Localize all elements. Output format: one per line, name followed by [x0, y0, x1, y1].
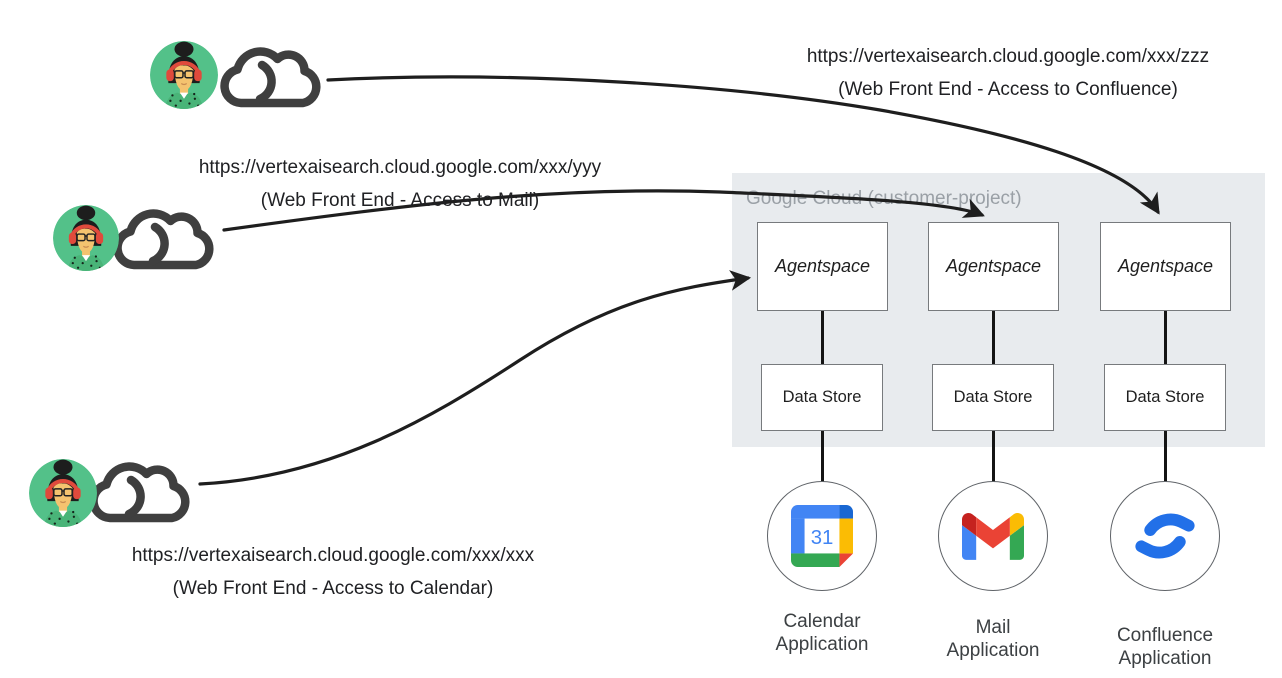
agentspace-box: Agentspace: [928, 222, 1059, 311]
connector-line: [821, 431, 824, 482]
agentspace-box: Agentspace: [1100, 222, 1231, 311]
annotation-mail: https://vertexaisearch.cloud.google.com/…: [150, 151, 650, 217]
google-calendar-icon: 31: [791, 505, 853, 567]
user-avatar-icon: [53, 205, 119, 271]
agentspace-label: Agentspace: [1117, 256, 1214, 276]
connector-line: [1164, 311, 1167, 364]
calendar-day-number: 31: [811, 527, 834, 549]
arrow-user-to-calendar-agentspace: [198, 270, 752, 486]
agentspace-label: Agentspace: [945, 256, 1042, 276]
url-label: https://vertexaisearch.cloud.google.com/…: [131, 545, 535, 566]
app-label: Mail Application: [946, 617, 1040, 661]
cloud-icon: [79, 443, 201, 533]
cloud-icon: [211, 28, 331, 118]
agentspace-label: Agentspace: [774, 256, 871, 276]
app-label: Calendar Application: [775, 611, 869, 655]
connector-line: [1164, 431, 1167, 482]
user-avatar-icon: [29, 459, 97, 527]
url-label: https://vertexaisearch.cloud.google.com/…: [198, 157, 602, 178]
caption-label: (Web Front End - Access to Mail): [260, 190, 540, 211]
confluence-app-circle: [1110, 481, 1220, 591]
app-label: Confluence Application: [1116, 625, 1214, 669]
panel-title: Google Cloud (customer-project): [746, 188, 1022, 209]
connector-line: [992, 311, 995, 364]
datastore-label: Data Store: [782, 388, 862, 406]
connector-line: [992, 431, 995, 482]
annotation-confluence: https://vertexaisearch.cloud.google.com/…: [758, 40, 1258, 106]
connector-line: [821, 311, 824, 364]
gmail-icon: [962, 512, 1024, 560]
confluence-icon: [1135, 513, 1195, 559]
datastore-label: Data Store: [1125, 388, 1205, 406]
caption-label: (Web Front End - Access to Calendar): [172, 578, 494, 599]
user-avatar-icon: [150, 41, 218, 109]
datastore-label: Data Store: [953, 388, 1033, 406]
datastore-box: Data Store: [932, 364, 1054, 431]
mail-app-circle: [938, 481, 1048, 591]
url-label: https://vertexaisearch.cloud.google.com/…: [806, 46, 1210, 67]
datastore-box: Data Store: [761, 364, 883, 431]
datastore-box: Data Store: [1104, 364, 1226, 431]
calendar-app-circle: 31: [767, 481, 877, 591]
annotation-calendar: https://vertexaisearch.cloud.google.com/…: [83, 539, 583, 605]
agentspace-box: Agentspace: [757, 222, 888, 311]
caption-label: (Web Front End - Access to Confluence): [838, 79, 1178, 100]
